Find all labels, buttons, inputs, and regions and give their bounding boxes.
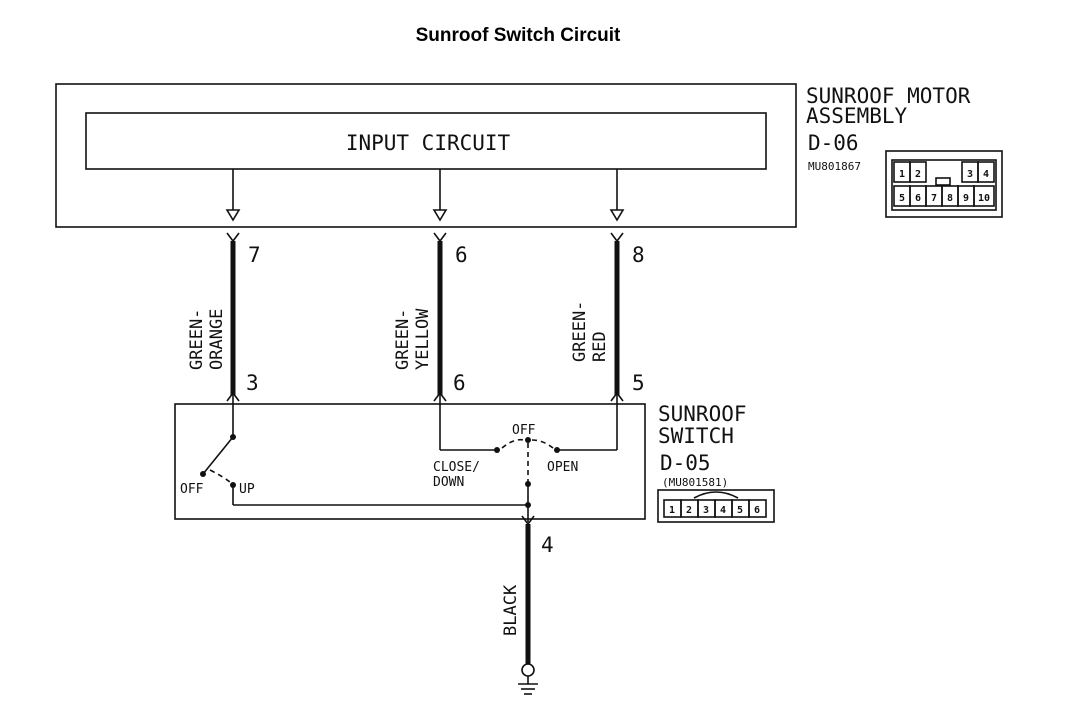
slide-switch-contacts	[439, 405, 618, 508]
diagram-title: Sunroof Switch Circuit	[416, 25, 621, 46]
up-switch-contacts	[200, 405, 530, 506]
switch-name-line2: SWITCH	[658, 424, 734, 448]
motor-pin-2: 2	[915, 169, 921, 180]
motor-connector-face: 1 2 3 4 5 6 7 8 9 10	[885, 150, 1003, 218]
switch-name-line1: SUNROOF	[658, 402, 747, 426]
motor-connector-key	[935, 177, 951, 186]
motor-pin-label-7: 7	[248, 243, 261, 267]
motor-assembly-name-line2: ASSEMBLY	[806, 104, 908, 128]
switch-pos-close-down-1: CLOSE/	[433, 460, 480, 475]
motor-assembly-box	[55, 83, 797, 228]
switch-pos-up: UP	[239, 482, 255, 497]
motor-pin-cell-4	[977, 161, 995, 183]
motor-pin-5: 5	[899, 193, 905, 204]
motor-part-number: MU801867	[808, 160, 861, 173]
switch-pos-open: OPEN	[547, 460, 578, 475]
switch-part-number: (MU801581)	[662, 476, 728, 489]
motor-connector-id: D-06	[808, 131, 859, 155]
switch-pin-5: 5	[737, 505, 743, 516]
switch-pin-6: 6	[754, 505, 760, 516]
motor-pin-4: 4	[983, 169, 989, 180]
sunroof-switch-box	[174, 403, 646, 520]
input-circuit-box	[85, 112, 767, 170]
wire-green-red	[610, 232, 624, 405]
motor-pin-1: 1	[899, 169, 905, 180]
switch-pin-label-5: 5	[632, 371, 645, 395]
switch-pin-label-3: 3	[246, 371, 259, 395]
switch-connector-id: D-05	[660, 451, 711, 475]
motor-pin-9: 9	[963, 193, 969, 204]
ground-wire-color-label: BLACK	[501, 584, 521, 636]
motor-pin-10: 10	[978, 193, 990, 204]
wire-color-label-3b: RED	[590, 331, 610, 362]
motor-pin-6: 6	[915, 193, 921, 204]
motor-pin-8: 8	[947, 193, 953, 204]
motor-pin-label-8: 8	[632, 243, 645, 267]
switch-pin-label-4: 4	[541, 533, 554, 557]
wire-green-orange	[226, 232, 240, 405]
switch-connector-face: 1 2 3 4 5 6	[657, 489, 775, 523]
input-arrow-1	[225, 169, 241, 222]
motor-pin-label-6: 6	[455, 243, 468, 267]
wire-color-label-1b: ORANGE	[207, 309, 227, 370]
switch-pin-1: 1	[669, 505, 675, 516]
switch-pin-label-6: 6	[453, 371, 466, 395]
wire-black-ground	[521, 505, 535, 684]
input-arrow-2	[432, 169, 448, 222]
switch-pos-off-left: OFF	[180, 482, 204, 497]
motor-pin-cell-2	[909, 161, 927, 183]
wire-color-label-2a: GREEN-	[393, 309, 413, 370]
motor-assembly-name-line1: SUNROOF MOTOR	[806, 84, 971, 108]
wire-green-yellow	[433, 232, 447, 405]
wire-color-label-2b: YELLOW	[413, 308, 433, 370]
wire-color-label-3a: GREEN-	[570, 301, 590, 362]
ground-symbol-icon	[518, 683, 538, 695]
switch-pin-3: 3	[703, 505, 709, 516]
motor-pin-3: 3	[967, 169, 973, 180]
switch-pos-off-center: OFF	[512, 423, 536, 438]
switch-pin-2: 2	[686, 505, 692, 516]
wire-color-label-1a: GREEN-	[187, 309, 207, 370]
input-circuit-label: INPUT CIRCUIT	[346, 131, 511, 155]
switch-pin-4: 4	[720, 505, 726, 516]
input-arrow-3	[609, 169, 625, 222]
motor-pin-7: 7	[931, 193, 937, 204]
switch-pos-close-down-2: DOWN	[433, 475, 464, 490]
